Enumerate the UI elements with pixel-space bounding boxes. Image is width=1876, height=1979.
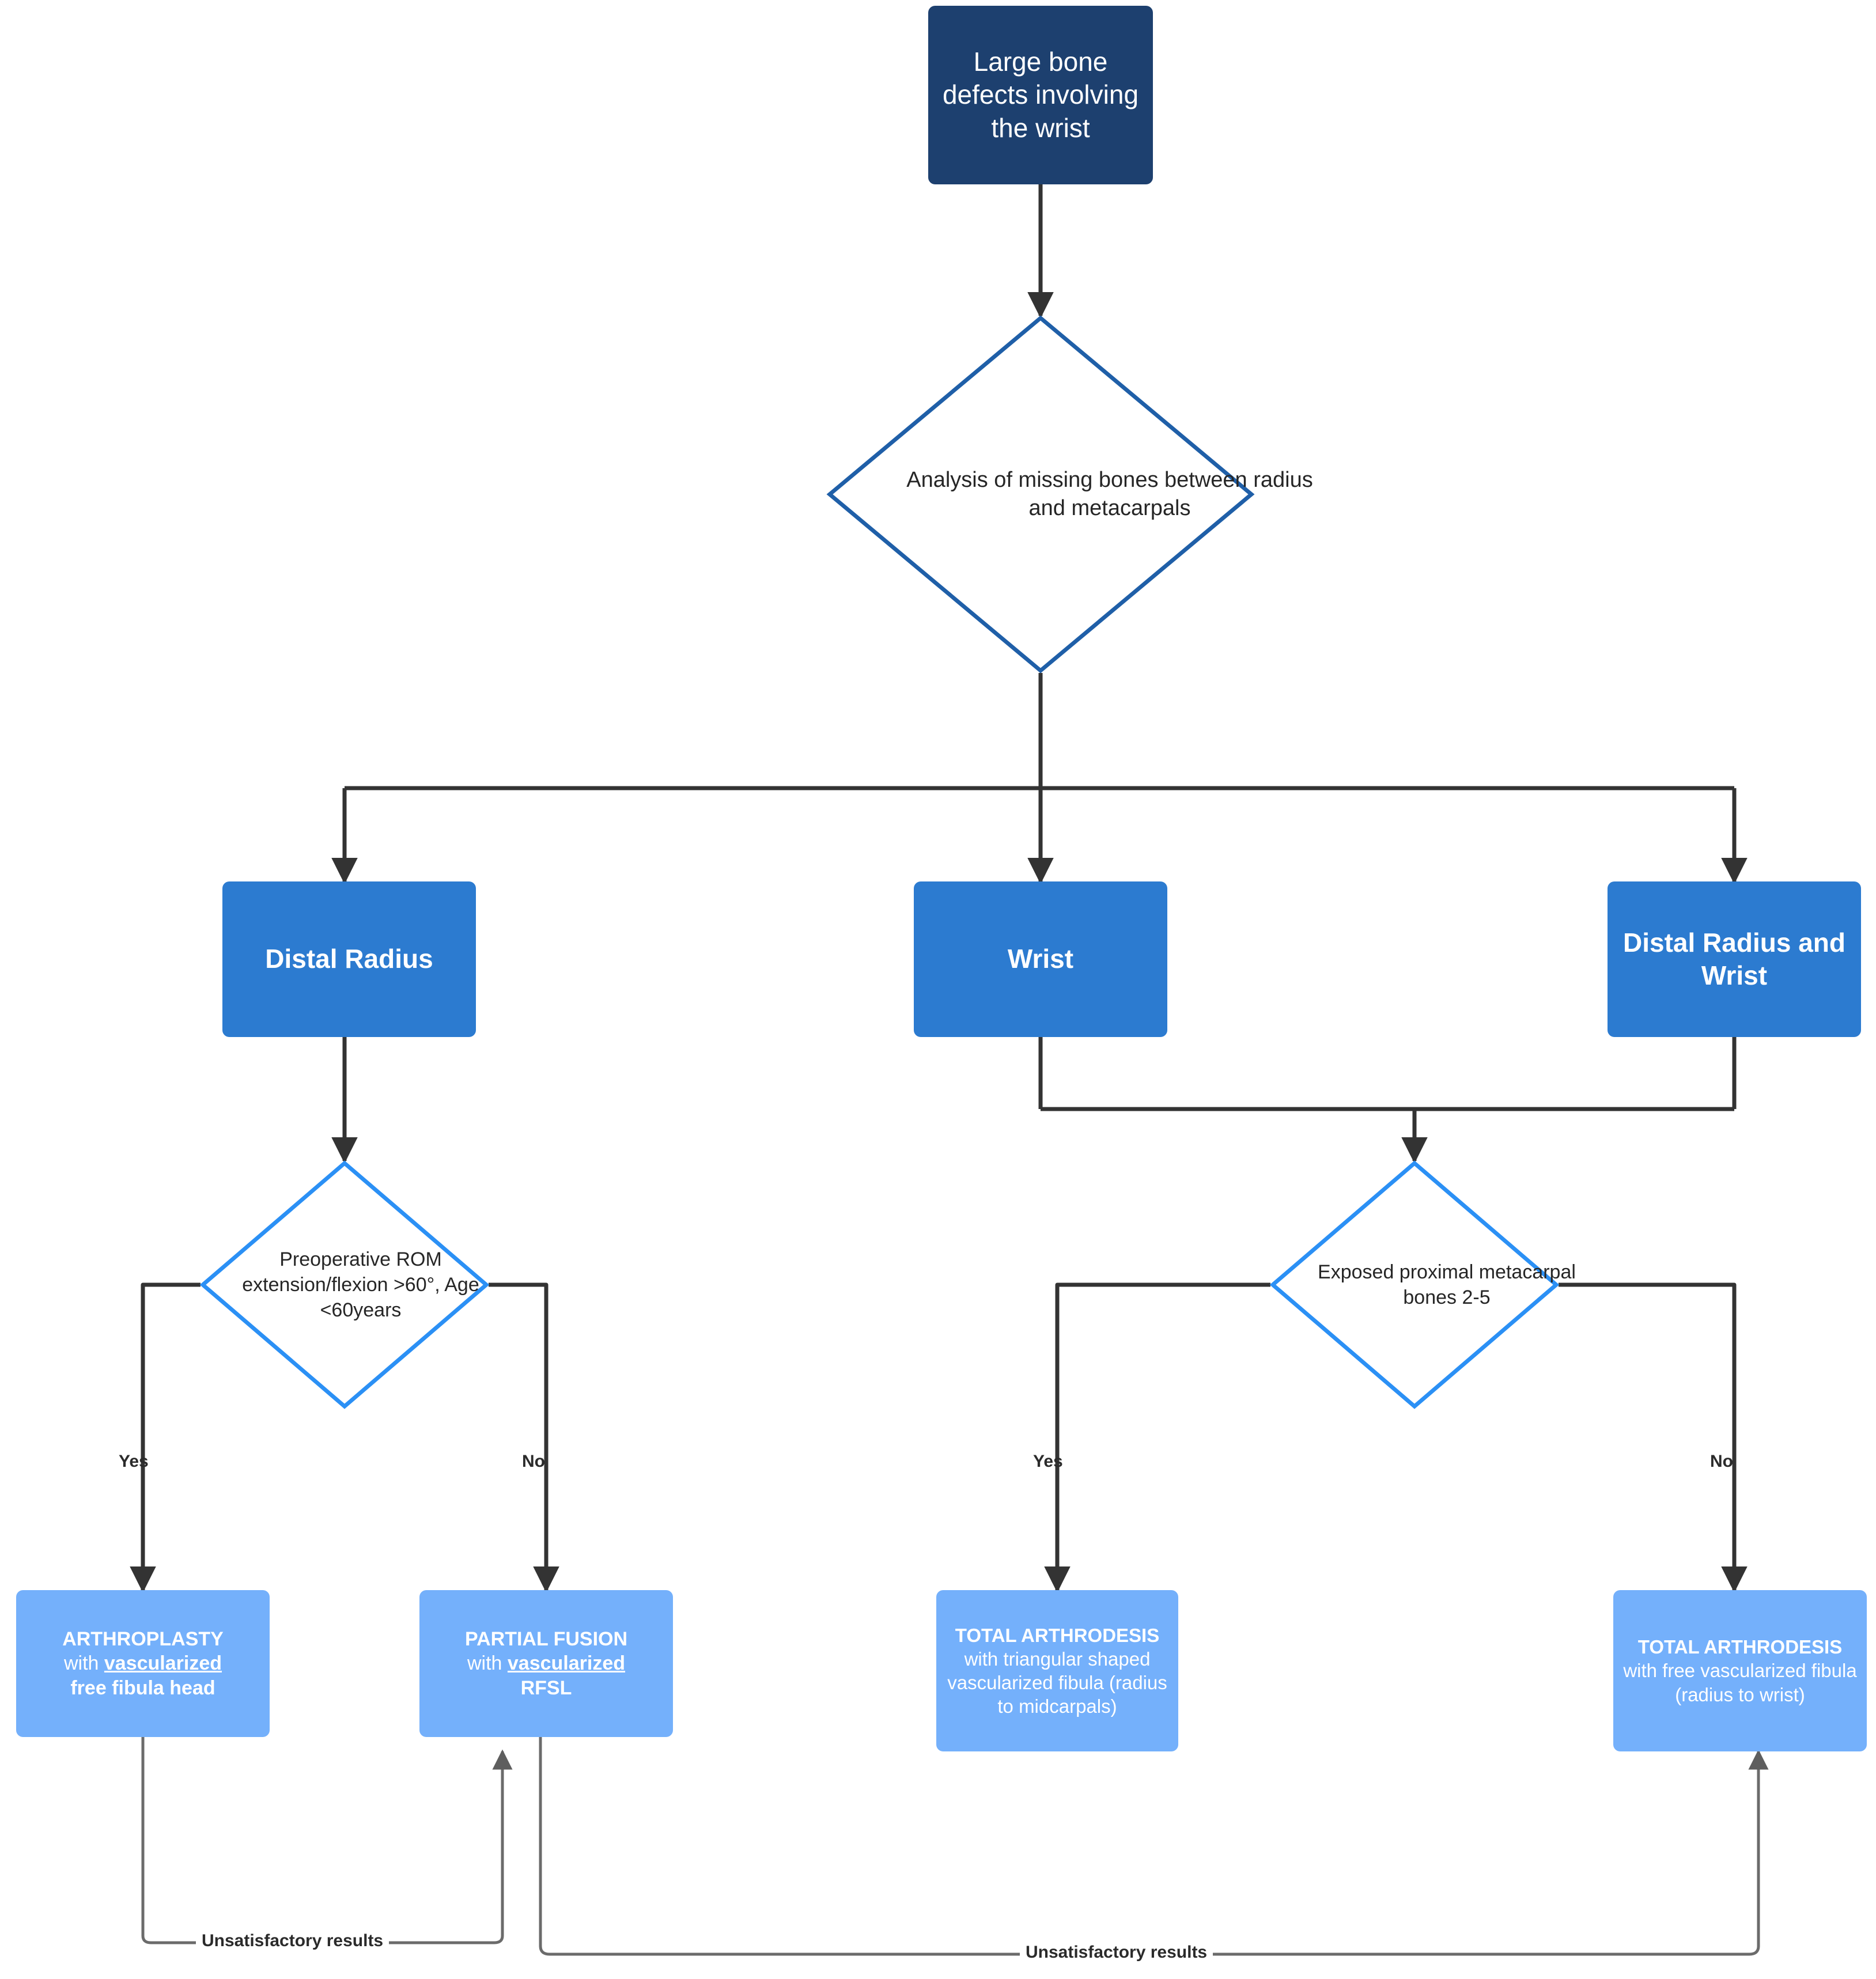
outcome-arthrodesis-wrist-rest: with free vascularized fibula (radius to… [1623, 1660, 1857, 1705]
node-outcome-total-arthrodesis-wrist[interactable]: TOTAL ARTHRODESIS with free vascularized… [1613, 1590, 1867, 1751]
outcome-arthrodesis-wrist-title: TOTAL ARTHRODESIS [1637, 1636, 1843, 1658]
outcome-arthroplasty-title: ARTHROPLASTY [62, 1628, 224, 1650]
node-wrist[interactable]: Wrist [914, 881, 1167, 1037]
edge-label-rom-no: No [522, 1452, 545, 1471]
outcome-partial-fusion-title: PARTIAL FUSION [464, 1628, 628, 1650]
edge-rom-yes [130, 1282, 201, 1593]
node-decision-analysis[interactable]: Analysis of missing bones between radius… [826, 315, 1313, 673]
edge-loop-right-unsatisfactory [539, 1737, 1769, 1956]
outcome-partial-fusion-line2-pre: with [467, 1652, 508, 1675]
node-wrist-label: Wrist [1007, 944, 1074, 974]
node-outcome-partial-fusion[interactable]: PARTIAL FUSION with vascularized RFSL [419, 1590, 673, 1737]
outcome-arthroplasty-line2-pre: with [63, 1652, 104, 1675]
node-distal-radius-and-wrist-label: Distal Radius and Wrist [1623, 927, 1845, 991]
node-start[interactable]: Large bone defects involving the wrist [928, 6, 1153, 184]
edge-label-loop-right: Unsatisfactory results [1020, 1943, 1213, 1962]
node-outcome-arthroplasty-label: ARTHROPLASTY with vascularized free fibu… [16, 1627, 270, 1701]
outcome-arthroplasty-line3: free fibula head [70, 1677, 215, 1699]
outcome-partial-fusion-line2-emphasis: vascularized [507, 1652, 626, 1675]
outcome-arthrodesis-midcarpals-rest: with triangular shaped vascularized fibu… [947, 1648, 1167, 1717]
edge-metacarpal-yes [1044, 1282, 1270, 1593]
outcome-partial-fusion-line3: RFSL [520, 1677, 572, 1699]
outcome-arthroplasty-line2-emphasis: vascularized [104, 1652, 222, 1675]
edge-rom-no [489, 1282, 559, 1593]
node-outcome-total-arthrodesis-wrist-label: TOTAL ARTHRODESIS with free vascularized… [1613, 1635, 1867, 1706]
edge-metacarpal-no [1559, 1282, 1748, 1593]
node-start-label: Large bone defects involving the wrist [942, 46, 1139, 143]
node-distal-radius[interactable]: Distal Radius [222, 881, 476, 1037]
node-outcome-arthroplasty[interactable]: ARTHROPLASTY with vascularized free fibu… [16, 1590, 270, 1737]
edge-label-metacarpal-yes: Yes [1033, 1452, 1063, 1471]
edge-label-metacarpal-no: No [1710, 1452, 1733, 1471]
node-distal-radius-label: Distal Radius [265, 944, 433, 974]
node-outcome-partial-fusion-label: PARTIAL FUSION with vascularized RFSL [419, 1627, 673, 1701]
node-decision-metacarpal[interactable]: Exposed proximal metacarpal bones 2-5 [1269, 1160, 1576, 1409]
node-distal-radius-and-wrist[interactable]: Distal Radius and Wrist [1608, 881, 1861, 1037]
outcome-arthrodesis-midcarpals-title: TOTAL ARTHRODESIS [955, 1624, 1160, 1646]
node-outcome-total-arthrodesis-midcarpals-label: TOTAL ARTHRODESIS with triangular shaped… [936, 1624, 1178, 1719]
edge-label-loop-left: Unsatisfactory results [196, 1931, 389, 1951]
edge-loop-left-unsatisfactory [141, 1737, 513, 1944]
node-outcome-total-arthrodesis-midcarpals[interactable]: TOTAL ARTHRODESIS with triangular shaped… [936, 1590, 1178, 1751]
node-decision-rom[interactable]: Preoperative ROM extension/flexion >60°,… [199, 1160, 490, 1409]
edge-label-rom-yes: Yes [119, 1452, 149, 1471]
